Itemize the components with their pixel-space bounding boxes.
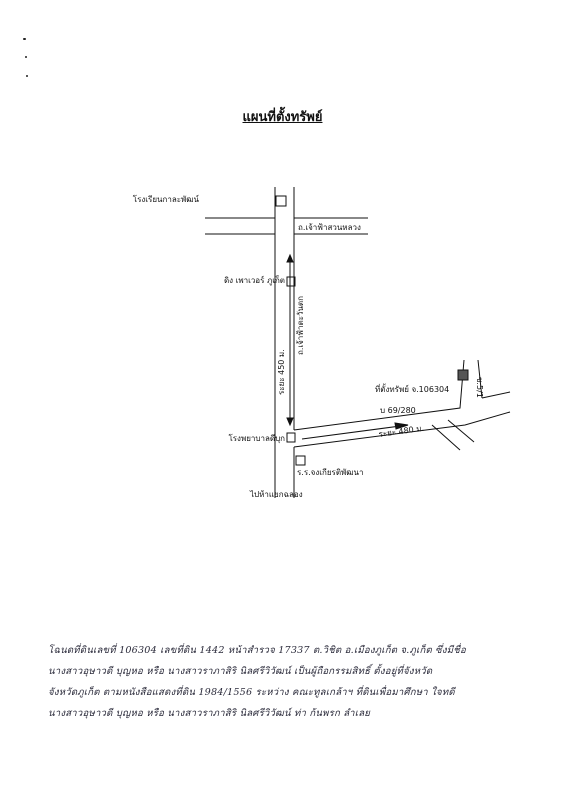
branch-road-east	[481, 391, 511, 399]
soi-right-edge	[477, 359, 483, 399]
property-marker	[457, 369, 469, 381]
vertical-distance-label: ระยะ 450 ม.	[277, 349, 286, 395]
hospital-label: โรงพยาบาลดีบุก	[228, 433, 285, 443]
note-line: โฉนดที่ดินเลขที่ 106304 เลขที่ดิน 1442 ห…	[48, 645, 466, 656]
note-line: นางสาวอุษาวดี บุญหอ หรือ นางสาวราภาสิริ …	[48, 708, 371, 719]
horizontal-distance-label: ระยะ 480 ม.	[378, 424, 425, 439]
scan-speck	[23, 38, 26, 40]
side-road-a	[431, 424, 461, 451]
school-top-label: โรงเรียนกาละพัฒน์	[133, 194, 200, 204]
direction-label: ไปห้าแยกฉลอง	[249, 490, 303, 499]
note-line: จังหวัดภูเก็ต ตามหนังสือแสดงที่ดิน 1984/…	[48, 687, 455, 698]
branch-road-lower	[293, 411, 511, 448]
scan-speck	[25, 56, 27, 58]
side-road-b	[447, 419, 475, 443]
top-road-label: ถ.เจ้าฟ้าสวนหลวง	[298, 223, 361, 232]
building-marker	[286, 276, 296, 287]
school-top-marker	[275, 195, 287, 207]
school-bottom-label: ร.ร.จงเกียรติพัฒนา	[297, 468, 364, 477]
scan-speck	[26, 75, 28, 77]
school-bottom-marker	[295, 455, 306, 466]
building-label: ดิง เพาเวอร์ ภูเก็ต	[224, 275, 285, 286]
page-title: แผนที่ตั้งทรัพย์	[242, 110, 323, 125]
branch-road-upper	[293, 359, 465, 431]
vertical-road-label: ถ.เจ้าฟ้าตะวันตก	[296, 296, 305, 355]
soi-label: ซ.5/1	[475, 377, 484, 398]
house-number-label: บ 69/280	[380, 406, 416, 415]
note-line: นางสาวอุษาวดี บุญหอ หรือ นางสาวราภาสิริ …	[48, 666, 433, 677]
property-label: ที่ตั้งทรัพย์ จ.106304	[375, 383, 449, 394]
handwritten-note: โฉนดที่ดินเลขที่ 106304 เลขที่ดิน 1442 ห…	[48, 640, 548, 724]
hospital-marker	[286, 432, 296, 443]
